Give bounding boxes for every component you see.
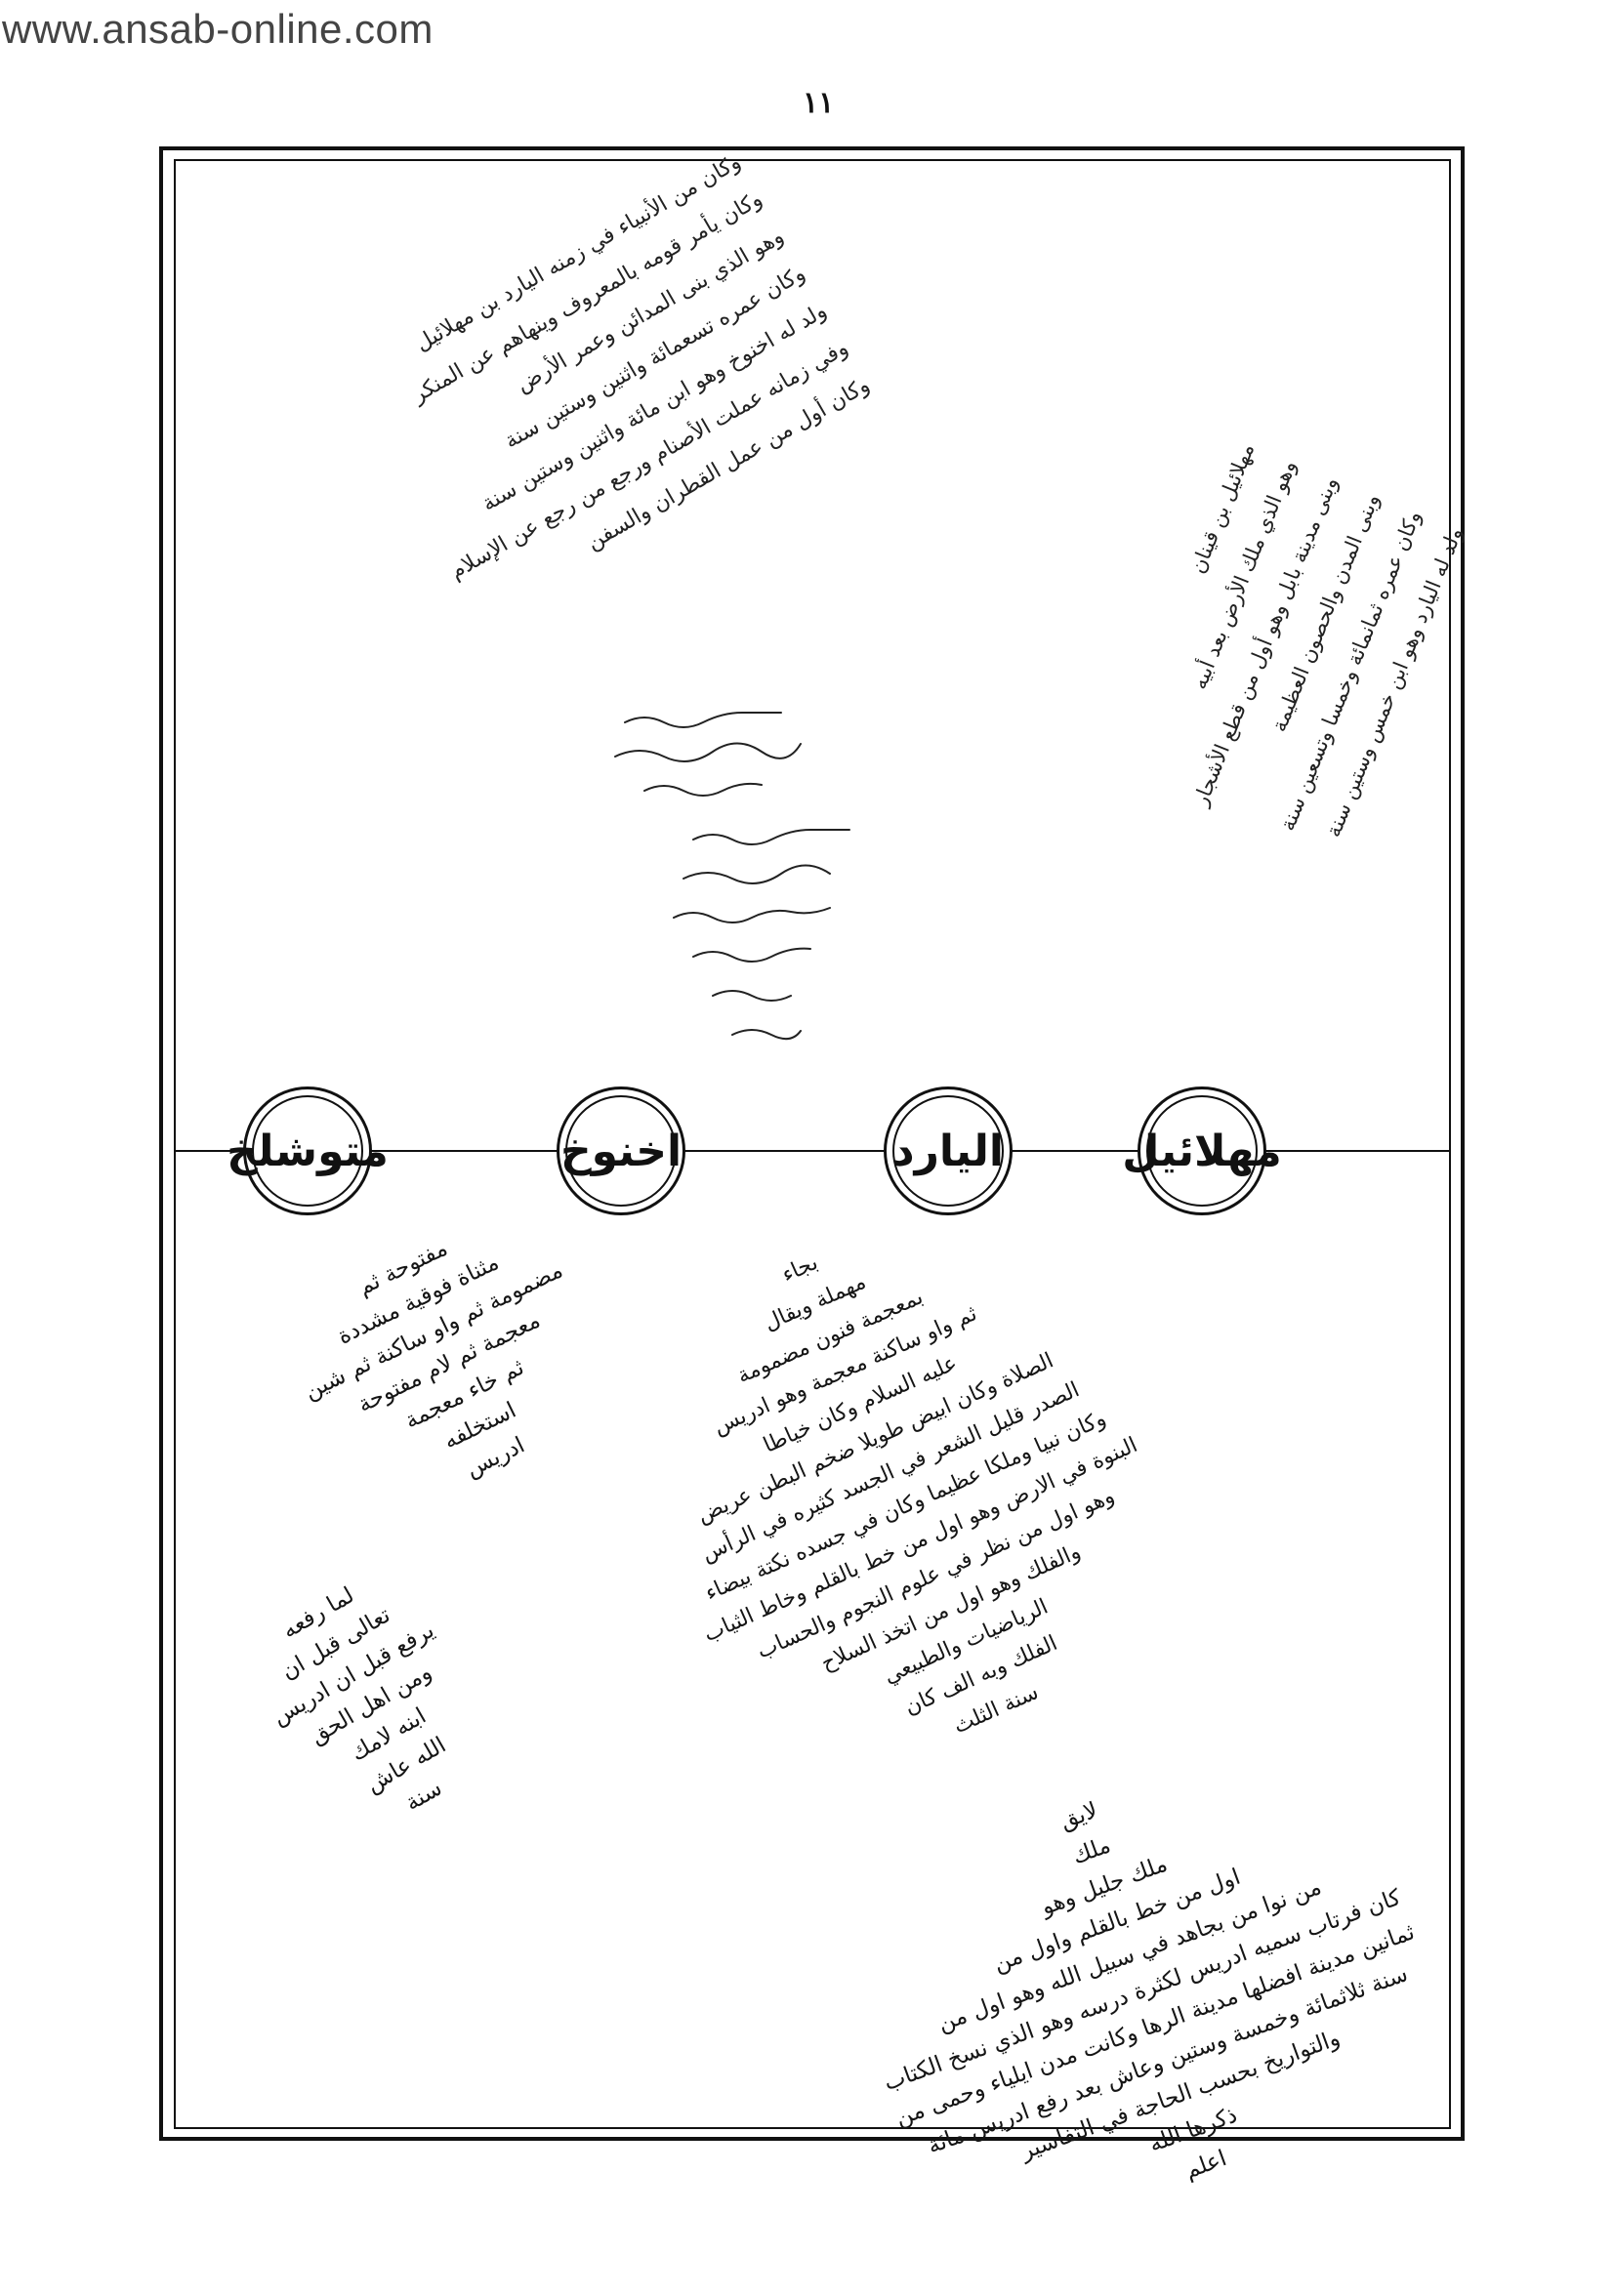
node-methuselah: متوشلخ: [227, 1086, 389, 1215]
node-label: اليارد: [892, 1126, 1004, 1176]
page-number: ١١: [803, 86, 835, 120]
node-mahalalel: مهلائيل: [1122, 1086, 1282, 1215]
node-label: متوشلخ: [227, 1126, 389, 1176]
page-frame-inner: [174, 159, 1451, 2129]
handwriting-scribble: [614, 712, 850, 1041]
node-enoch: اخنوخ: [557, 1086, 685, 1215]
node-yared: اليارد: [884, 1086, 1013, 1215]
page-frame-outer: [159, 146, 1465, 2141]
node-label: اخنوخ: [559, 1126, 683, 1176]
site-watermark: www.ansab-online.com: [2, 6, 434, 52]
node-label: مهلائيل: [1122, 1126, 1282, 1176]
lineage-line: [174, 1150, 1451, 1152]
